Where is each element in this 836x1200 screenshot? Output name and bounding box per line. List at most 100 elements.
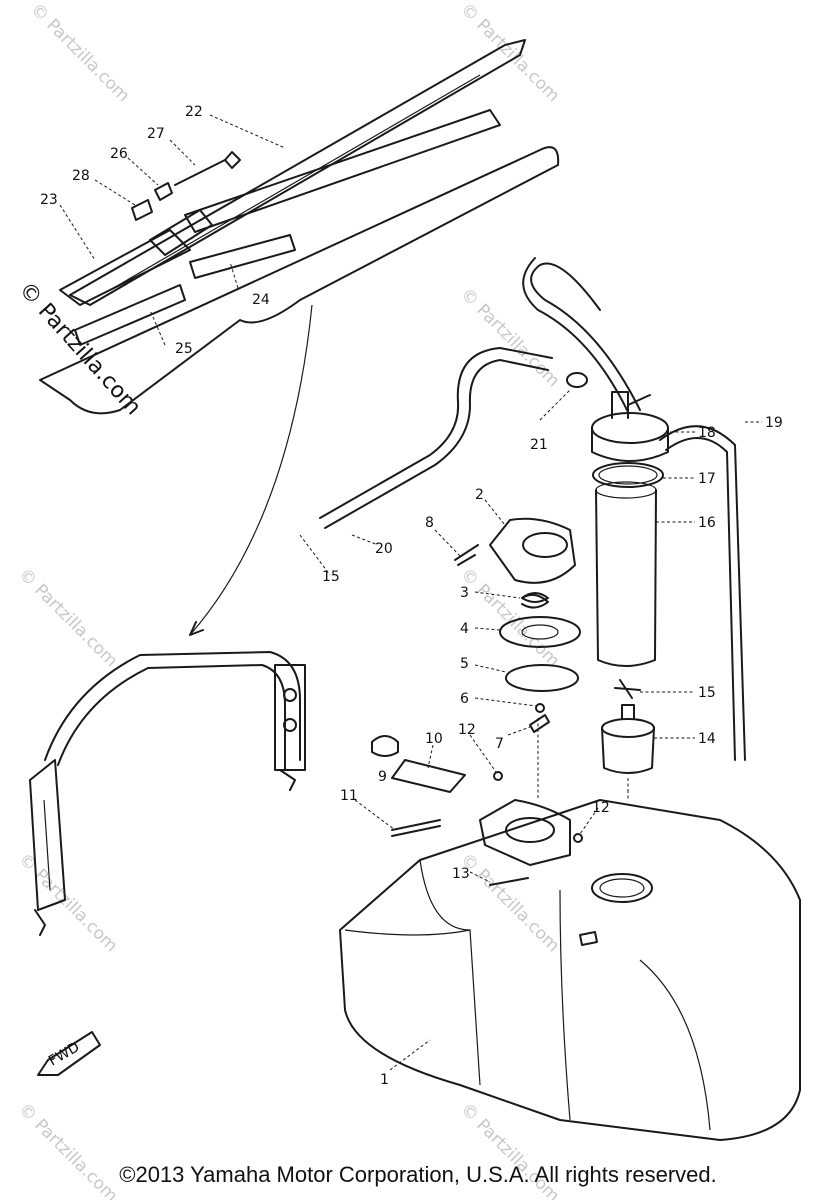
tank-clip — [579, 931, 598, 946]
hose-19-inner — [665, 437, 736, 761]
leader-1 — [389, 1039, 431, 1071]
callout-1: 1 — [380, 1072, 389, 1088]
fwd-arrow-icon — [37, 1031, 101, 1076]
clamp-21 — [566, 372, 588, 388]
screw-8 — [454, 544, 479, 566]
fuel-tank-1 — [339, 799, 801, 1141]
forward-indicator: FWD — [37, 1031, 101, 1076]
inset-border — [39, 146, 560, 415]
callout-7: 7 — [495, 736, 504, 752]
tank-ridge — [559, 889, 571, 1121]
assembly-arrowhead — [189, 621, 204, 636]
callout-27: 27 — [147, 126, 165, 142]
bracket-strap-left — [29, 759, 66, 911]
callout-12: 12 — [592, 800, 610, 816]
filter-cap-18 — [591, 412, 669, 444]
callout-28: 28 — [72, 168, 90, 184]
diaphragm-4 — [499, 616, 581, 648]
callout-13: 13 — [452, 866, 470, 882]
callout-12: 12 — [458, 722, 476, 738]
callout-25: 25 — [175, 341, 193, 357]
callout-26: 26 — [110, 146, 128, 162]
leader-15a — [299, 534, 331, 576]
strap-22 — [69, 39, 526, 306]
bolt-27 — [174, 151, 241, 186]
watermark: © Partzilla.com — [14, 564, 121, 671]
callout-2: 2 — [475, 487, 484, 503]
filter-bowl-16-top — [595, 481, 657, 499]
leader-25 — [149, 309, 166, 346]
callout-4: 4 — [460, 621, 469, 637]
callout-24: 24 — [252, 292, 270, 308]
bolt-13 — [489, 877, 529, 886]
callout-15: 15 — [322, 569, 340, 585]
callout-11: 11 — [340, 788, 358, 804]
leader-lines — [59, 114, 762, 1071]
assembly-arrow — [189, 304, 313, 636]
callout-23: 23 — [40, 192, 58, 208]
tank-outline — [339, 799, 801, 1141]
spring-3 — [521, 592, 549, 609]
nut-12a — [493, 771, 503, 781]
callout-15: 15 — [698, 685, 716, 701]
leader-6 — [474, 697, 537, 707]
watermark: © Partzilla.com — [14, 849, 121, 956]
cock-body-2-face — [522, 532, 568, 558]
bracket-hole — [283, 688, 297, 702]
filter-bowl-16 — [595, 489, 657, 667]
bracket-hole — [283, 718, 297, 732]
callout-14: 14 — [698, 731, 716, 747]
bolt-11 — [391, 819, 441, 837]
bracket-plate-right — [274, 664, 306, 771]
leader-22 — [209, 114, 286, 149]
tank-mount-flange — [479, 799, 571, 866]
watermark: © Partzilla.com — [26, 0, 133, 106]
tank-ridge — [344, 929, 481, 1086]
tank-filler-neck-inner — [599, 878, 645, 898]
leader-5 — [474, 664, 507, 673]
strap-24 — [184, 109, 501, 233]
callout-22: 22 — [185, 104, 203, 120]
callout-6: 6 — [460, 691, 469, 707]
callout-17: 17 — [698, 471, 716, 487]
fwd-label: FWD — [46, 1039, 82, 1069]
callout-19: 19 — [765, 415, 783, 431]
o-ring-17-inner — [598, 465, 658, 485]
callout-21: 21 — [530, 437, 548, 453]
breather-hose — [530, 262, 641, 411]
fuel-cock — [454, 517, 581, 733]
bracket-outer — [44, 651, 301, 761]
leader-20 — [351, 534, 379, 546]
collar-28 — [131, 199, 153, 221]
leader-12a — [469, 734, 497, 773]
leader-13 — [469, 871, 491, 883]
strap-pad-24 — [189, 234, 296, 279]
tank-fittings — [371, 735, 583, 886]
callout-18: 18 — [698, 425, 716, 441]
filter-nipple — [611, 391, 651, 419]
leader-3 — [474, 591, 521, 599]
strap-inset — [39, 39, 560, 415]
callouts: 1 2 3 4 5 6 7 8 9 10 11 12 12 13 14 15 1… — [40, 104, 783, 1088]
bracket-inner — [57, 664, 286, 771]
strap-bracket-assembly — [29, 651, 306, 936]
buckle-23 — [59, 229, 191, 306]
watermark: © Partzilla.com — [456, 849, 563, 956]
strainer-neck — [621, 704, 635, 719]
bracket-strap-left-slot — [43, 799, 51, 891]
callout-10: 10 — [425, 731, 443, 747]
leader-24 — [229, 261, 239, 289]
leader-27 — [169, 139, 196, 166]
leader-4 — [474, 627, 501, 631]
fitting-7 — [529, 714, 550, 733]
leader-28 — [94, 179, 136, 206]
leader-10 — [427, 744, 434, 769]
leader-21 — [539, 389, 571, 421]
nut-12b — [573, 833, 583, 843]
strap-hinge — [149, 209, 213, 256]
tank-filler-neck — [591, 873, 653, 903]
callout-8: 8 — [425, 515, 434, 531]
callout-20: 20 — [375, 541, 393, 557]
callout-9: 9 — [378, 769, 387, 785]
